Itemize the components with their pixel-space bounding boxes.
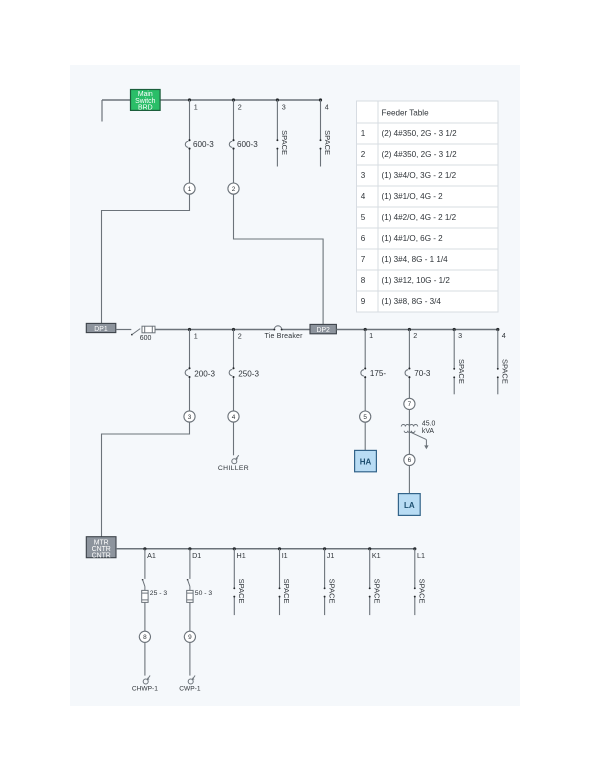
svg-text:1: 1: [361, 129, 366, 138]
svg-text:LA: LA: [404, 501, 415, 510]
svg-text:5: 5: [361, 213, 366, 222]
svg-text:1: 1: [194, 103, 198, 112]
svg-text:7: 7: [408, 401, 412, 408]
svg-text:H1: H1: [237, 551, 246, 560]
svg-text:4: 4: [232, 414, 236, 421]
svg-text:DP2: DP2: [316, 327, 330, 334]
svg-text:2: 2: [238, 332, 242, 341]
svg-text:600-3: 600-3: [193, 140, 214, 149]
svg-text:8: 8: [361, 276, 366, 285]
svg-text:1: 1: [194, 332, 198, 341]
svg-text:5: 5: [363, 414, 367, 421]
svg-text:BRD: BRD: [138, 104, 153, 111]
svg-text:Feeder Table: Feeder Table: [382, 109, 430, 118]
svg-text:(1) 3#4, 8G - 1 1/4: (1) 3#4, 8G - 1 1/4: [382, 255, 449, 264]
svg-text:250-3: 250-3: [238, 369, 259, 378]
svg-text:SPACE: SPACE: [323, 130, 332, 155]
svg-text:Switch: Switch: [135, 98, 155, 105]
svg-text:(2) 4#350, 2G - 3 1/2: (2) 4#350, 2G - 3 1/2: [382, 150, 458, 159]
svg-text:HA: HA: [360, 458, 372, 467]
svg-text:4: 4: [325, 103, 329, 112]
svg-text:(1) 4#2/O, 4G - 2 1/2: (1) 4#2/O, 4G - 2 1/2: [382, 213, 457, 222]
svg-text:200-3: 200-3: [194, 369, 215, 378]
svg-text:3: 3: [458, 331, 462, 340]
svg-text:1: 1: [369, 331, 373, 340]
svg-text:K1: K1: [372, 551, 381, 560]
svg-text:SPACE: SPACE: [327, 579, 336, 604]
svg-text:SPACE: SPACE: [418, 579, 427, 604]
svg-text:J1: J1: [327, 551, 335, 560]
svg-text:CWP-1: CWP-1: [179, 685, 201, 692]
svg-text:CHWP-1: CHWP-1: [132, 685, 158, 692]
svg-text:2: 2: [413, 331, 417, 340]
svg-text:2: 2: [238, 103, 242, 112]
svg-text:(1) 3#1/O, 4G - 2: (1) 3#1/O, 4G - 2: [382, 192, 444, 201]
svg-text:I1: I1: [282, 551, 288, 560]
svg-text:(2) 4#350, 2G - 3 1/2: (2) 4#350, 2G - 3 1/2: [382, 129, 458, 138]
svg-text:(1) 3#4/O, 3G - 2 1/2: (1) 3#4/O, 3G - 2 1/2: [382, 171, 457, 180]
svg-text:(1) 3#12, 10G - 1/2: (1) 3#12, 10G - 1/2: [382, 276, 451, 285]
svg-text:6: 6: [361, 234, 366, 243]
svg-text:4: 4: [502, 331, 506, 340]
svg-text:3: 3: [282, 103, 286, 112]
svg-text:CNTR: CNTR: [92, 546, 111, 553]
svg-text:3: 3: [361, 171, 366, 180]
svg-text:SPACE: SPACE: [501, 359, 510, 384]
svg-text:25 - 3: 25 - 3: [150, 590, 168, 597]
svg-text:SPACE: SPACE: [457, 359, 466, 384]
svg-text:A1: A1: [147, 551, 156, 560]
svg-text:(1) 4#1/O, 6G - 2: (1) 4#1/O, 6G - 2: [382, 234, 444, 243]
svg-text:70-3: 70-3: [414, 369, 431, 378]
svg-text:MTR: MTR: [94, 539, 109, 546]
svg-text:SPACE: SPACE: [280, 130, 289, 155]
svg-text:DP1: DP1: [94, 326, 108, 333]
svg-text:L1: L1: [417, 551, 425, 560]
svg-text:45.0: 45.0: [422, 421, 436, 428]
svg-text:2: 2: [361, 150, 366, 159]
svg-text:1: 1: [188, 186, 192, 193]
svg-text:6: 6: [408, 457, 412, 464]
svg-text:CHILLER: CHILLER: [218, 465, 249, 472]
svg-text:175-: 175-: [370, 369, 387, 378]
svg-text:9: 9: [188, 634, 192, 641]
svg-text:2: 2: [232, 186, 236, 193]
svg-text:SPACE: SPACE: [237, 579, 246, 604]
svg-text:D1: D1: [192, 551, 201, 560]
svg-text:4: 4: [361, 192, 366, 201]
svg-text:3: 3: [188, 414, 192, 421]
svg-text:kVA: kVA: [422, 428, 435, 435]
svg-text:Main: Main: [138, 91, 153, 98]
svg-text:CNTR: CNTR: [92, 553, 111, 560]
svg-text:SPACE: SPACE: [282, 579, 291, 604]
svg-text:50 - 3: 50 - 3: [195, 590, 213, 597]
svg-text:600-3: 600-3: [237, 140, 258, 149]
svg-text:SPACE: SPACE: [372, 579, 381, 604]
svg-text:600: 600: [140, 335, 152, 342]
svg-text:Tie Breaker: Tie Breaker: [265, 333, 304, 340]
svg-text:8: 8: [143, 634, 147, 641]
svg-text:7: 7: [361, 255, 366, 264]
svg-text:(1) 3#8, 8G - 3/4: (1) 3#8, 8G - 3/4: [382, 297, 442, 306]
svg-text:9: 9: [361, 297, 366, 306]
